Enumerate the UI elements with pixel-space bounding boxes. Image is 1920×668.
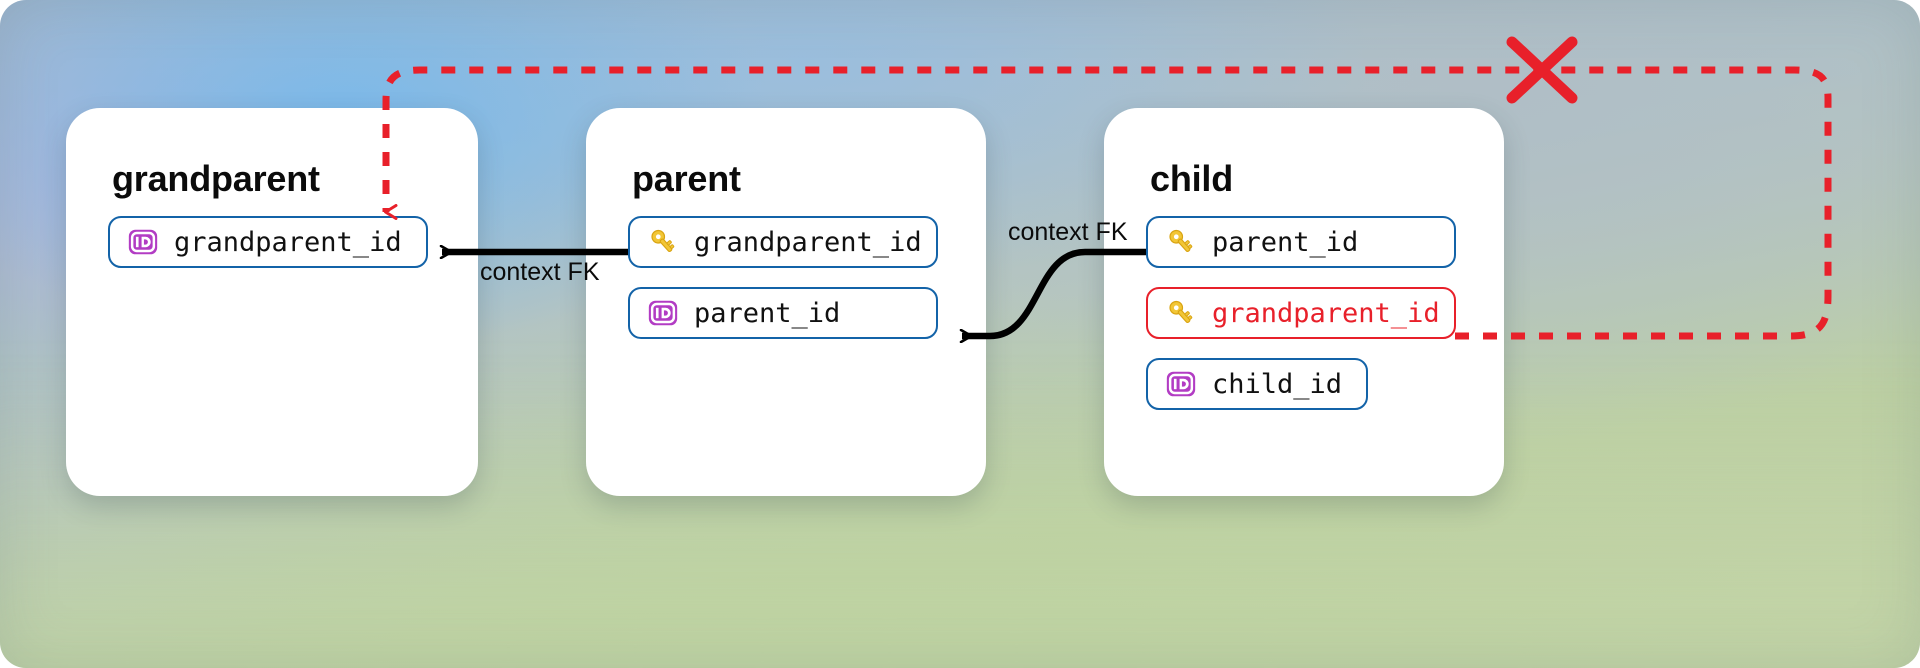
field-label: parent_id [694,297,841,329]
entity-title-grandparent: grandparent [112,158,320,199]
field-list-grandparent: grandparent_id [108,216,438,287]
field-pill-child-parent-id[interactable]: parent_id [1146,216,1456,268]
entity-title-parent: parent [632,158,741,199]
field-label: grandparent_id [174,226,402,258]
edge-label-parent-to-grandparent: context FK [480,258,600,286]
field-label: grandparent_id [1212,297,1440,329]
key-icon [1169,229,1193,253]
entity-title-child: child [1150,158,1234,199]
field-pill-parent-id[interactable]: parent_id [628,287,938,339]
key-icon [1169,300,1193,324]
field-pill-child-grandparent-id[interactable]: grandparent_id [1146,287,1456,339]
id-badge-icon [1166,371,1196,397]
field-label: grandparent_id [694,226,922,258]
field-pill-grandparent-id[interactable]: grandparent_id [108,216,428,268]
entity-card-child[interactable]: child parent_id [1104,108,1504,496]
field-list-child: parent_id grandparent_id [1146,216,1464,429]
id-badge-icon [128,229,158,255]
field-label: child_id [1212,368,1343,400]
entity-card-grandparent[interactable]: grandparent grandparent_id [66,108,478,496]
field-label: parent_id [1212,226,1359,258]
field-pill-parent-grandparent-id[interactable]: grandparent_id [628,216,938,268]
field-list-parent: grandparent_id parent_id [628,216,946,358]
entity-card-parent[interactable]: parent grandparent_id [586,108,986,496]
field-pill-child-id[interactable]: child_id [1146,358,1368,410]
edge-label-child-to-parent: context FK [1008,218,1128,246]
key-icon [651,229,675,253]
id-badge-icon [648,300,678,326]
